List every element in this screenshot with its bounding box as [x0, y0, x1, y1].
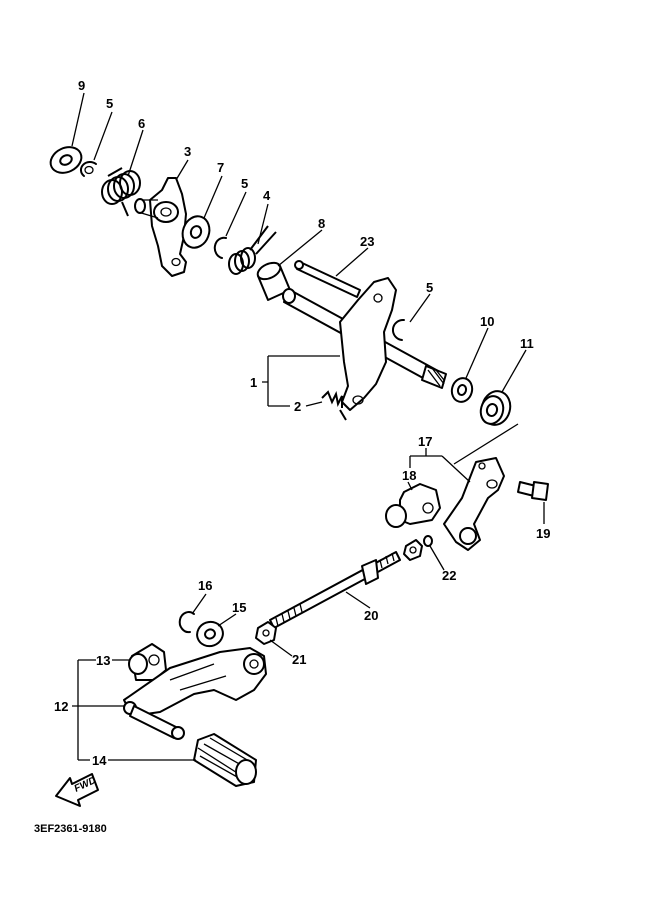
callout-19: 19 — [536, 526, 550, 541]
callout-5: 5 — [106, 96, 113, 111]
callout-14: 14 — [92, 753, 107, 768]
part-3-shift-arm — [134, 177, 187, 277]
callout-3: 3 — [184, 144, 191, 159]
callout-6: 6 — [138, 116, 145, 131]
part-code-label: 3EF2361-9180 — [34, 823, 107, 835]
callout-9: 9 — [78, 78, 85, 93]
part-5-circlip — [392, 318, 405, 341]
callout-1: 1 — [250, 375, 257, 390]
callout-4: 4 — [263, 188, 271, 203]
part-2-spring — [321, 390, 347, 421]
callout-10: 10 — [480, 314, 494, 329]
part-18-joint — [385, 483, 441, 528]
part-5-circlip — [213, 236, 227, 259]
callout-2: 2 — [294, 399, 301, 414]
callout-numbers: 9 5 6 3 7 5 4 8 23 5 10 11 1 2 17 18 19 … — [54, 78, 550, 768]
callout-18: 18 — [402, 468, 416, 483]
callout-5: 5 — [426, 280, 433, 295]
callout-13: 13 — [96, 653, 110, 668]
part-8-collar — [256, 261, 291, 301]
part-16-circlip — [178, 611, 195, 634]
callout-22: 22 — [442, 568, 456, 583]
callout-8: 8 — [318, 216, 325, 231]
part-15-washer — [196, 620, 224, 648]
part-1-shift-shaft — [282, 277, 447, 411]
part-10-washer — [450, 377, 474, 403]
part-17-lever — [443, 457, 505, 551]
callout-15: 15 — [232, 600, 246, 615]
callout-12: 12 — [54, 699, 68, 714]
callout-16: 16 — [198, 578, 212, 593]
part-22-nut — [403, 535, 433, 561]
callout-11: 11 — [520, 336, 534, 351]
leader-lines — [71, 92, 545, 761]
callout-20: 20 — [364, 608, 378, 623]
part-12-shift-pedal — [123, 647, 267, 740]
callout-7: 7 — [217, 160, 224, 175]
part-11-oil-seal — [479, 390, 512, 426]
part-20-shift-rod — [269, 551, 401, 629]
part-21-nut — [255, 621, 277, 645]
part-19-bolt — [517, 481, 549, 501]
callout-23: 23 — [360, 234, 374, 249]
part-9-washer — [49, 146, 83, 174]
part-14-pedal-rubber — [193, 733, 257, 787]
part-23-pin — [294, 260, 361, 298]
callout-5: 5 — [241, 176, 248, 191]
part-5-circlip — [79, 160, 97, 177]
part-7-washer — [181, 215, 211, 249]
part-6-spring — [101, 167, 141, 217]
fwd-arrow-icon: FWD — [55, 773, 99, 807]
callout-21: 21 — [292, 652, 306, 667]
callout-17: 17 — [418, 434, 432, 449]
